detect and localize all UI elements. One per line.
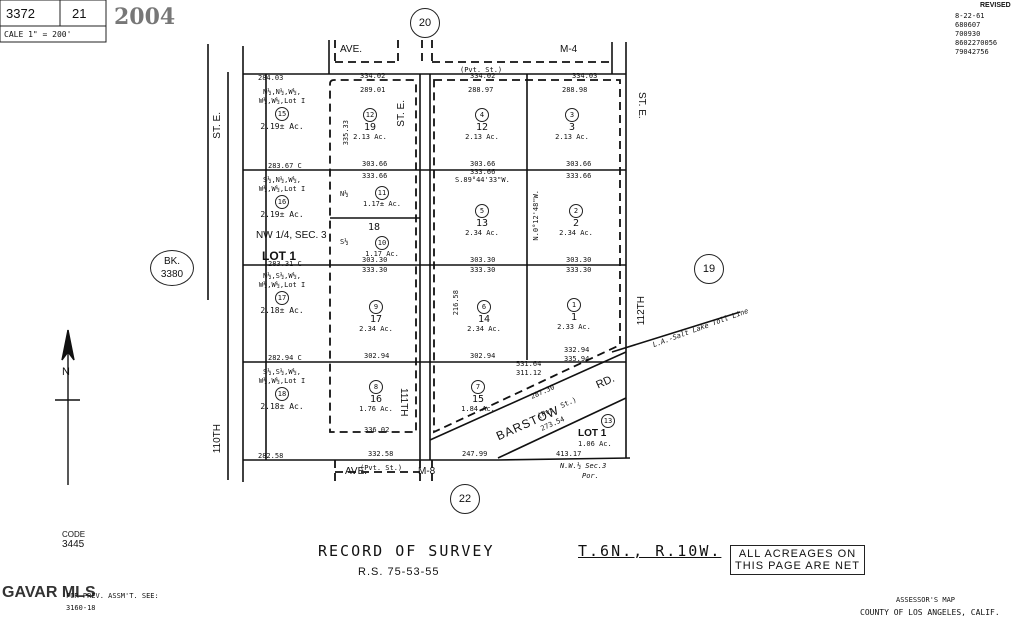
dim-bottom-3: 247.99	[462, 450, 488, 458]
dim-288-98: 288.98	[562, 86, 588, 94]
dim-r2-e: 333.30	[470, 266, 496, 274]
dim-r2-f: 333.30	[566, 266, 592, 274]
parcel-12: 4 12 2.13 Ac.	[462, 108, 502, 141]
dim-r2-d: 333.30	[362, 266, 388, 274]
parcel-3: 3 3 2.13 Ac.	[552, 108, 592, 141]
dim-335-94: 216.58	[452, 290, 460, 316]
dim-r3-a: 302.94	[364, 352, 390, 360]
parcel-16: S½,N½,W½, W½,W½,Lot I 16 2.19± Ac.	[258, 176, 306, 219]
dim-r1-b: 303.66	[470, 160, 496, 168]
parcel-17-grid: 9 17 2.34 Ac.	[356, 300, 396, 333]
page-number: 21	[72, 6, 87, 21]
dim-top-3: 334.02	[470, 72, 496, 80]
dim-r3-b: 302.94	[470, 352, 496, 360]
street-st-e-left: ST. E.	[212, 112, 223, 139]
acreage-note: ALL ACREAGES ON THIS PAGE ARE NET	[730, 545, 865, 575]
code-value: 3445	[62, 539, 85, 550]
adjacent-map-bottom: 22	[450, 484, 480, 514]
dim-r2-b: 303.30	[470, 256, 496, 264]
nw-half-note: N.W.½ Sec.3	[560, 462, 607, 470]
dim-top-2: 334.02	[360, 72, 386, 80]
book-number: 3372	[6, 6, 35, 21]
street-m8: M-8	[418, 466, 436, 477]
parcel-18-south: 10 1.17 Ac.	[362, 236, 402, 258]
record-of-survey: RECORD OF SURVEY	[318, 542, 495, 560]
lot1-left: LOT 1	[262, 249, 297, 263]
dim-r1-a: 303.66	[362, 160, 388, 168]
dim-bottom-1: 282.58	[258, 452, 284, 460]
private-street-bottom: (Pvt. St.)	[360, 464, 403, 472]
dim-bearing-2: N.0°12'48"W.	[532, 190, 540, 241]
parcel-15: N½,N½,W½, W½,W½,Lot I 15 2.19± Ac.	[258, 88, 306, 131]
stamp-number: 2004	[114, 4, 176, 30]
prev-assessment-ref: 3160-18	[66, 604, 96, 612]
dim-left-c1: 283.67 C	[268, 162, 302, 170]
rs-reference: R.S. 75-53-55	[358, 566, 440, 578]
township-range: T.6N., R.10W.	[578, 542, 722, 560]
dim-r1-d: 333.66	[362, 172, 388, 180]
dim-336-02: 335.33	[342, 120, 350, 146]
street-112th: 112TH	[636, 296, 647, 326]
dim-665-88: 311.12	[516, 369, 542, 377]
county-label: COUNTY OF LOS ANGELES, CALIF.	[860, 608, 1000, 617]
parcel-13-area: 1.06 Ac.	[578, 440, 612, 448]
lot1-right: LOT 1	[578, 428, 607, 439]
street-m4: M-4	[560, 44, 578, 55]
parcel-17: N½,S½,W½, W½,W½,Lot I 17 2.18± Ac.	[258, 272, 306, 315]
adjacent-book: BK.3380	[150, 250, 194, 286]
dim-bearing: S.89°44'33"W.	[455, 176, 510, 184]
revised-dates: 8-22-61 680607 700930 8602270056 7904275…	[955, 12, 998, 56]
parcel-13-lot1: 13	[588, 414, 628, 428]
street-111th: 111TH	[398, 388, 409, 417]
street-110th: 110TH	[212, 424, 223, 454]
code-label: CODE	[62, 530, 86, 539]
dim-289-01: 289.01	[360, 86, 386, 94]
adjacent-map-right: 19	[694, 254, 724, 284]
lot-18-label: 18	[368, 222, 381, 233]
half-south-label: S½	[340, 238, 349, 246]
parcel-13: 5 13 2.34 Ac.	[462, 204, 502, 237]
half-north-label: N½	[340, 190, 349, 198]
dim-left-c3: 282.94 C	[268, 354, 302, 362]
parcel-19: 12 19 2.13 Ac.	[350, 108, 390, 141]
dim-left-c2: 283.31 C	[268, 260, 302, 268]
dim-r2-c: 303.30	[566, 256, 592, 264]
parcel-18-north: 11 1.17± Ac.	[362, 186, 402, 208]
parcel-15-grid: 7 15 1.84 Ac.	[458, 380, 498, 413]
street-st-e-right: ST. E.	[636, 92, 647, 119]
street-ave-top: AVE.	[340, 44, 363, 55]
dim-top-1: 284.03	[258, 74, 284, 82]
mls-watermark: GAVAR MLS	[2, 584, 96, 601]
dim-287-30: 336.02	[364, 426, 390, 434]
dim-288-97: 288.97	[468, 86, 494, 94]
dim-top-4: 334.03	[572, 72, 598, 80]
dim-273-54: 335.94	[564, 355, 590, 363]
parcel-2: 2 2 2.34 Ac.	[556, 204, 596, 237]
dim-bottom-4: 413.17	[556, 450, 582, 458]
parcel-1: 1 1 2.33 Ac.	[554, 298, 594, 331]
dim-r3-c: 332.94	[564, 346, 590, 354]
parcel-18: S½,S½,W½, W½,W½,Lot I 18 2.18± Ac.	[258, 368, 306, 411]
street-st-e-mid: ST. E.	[396, 100, 407, 127]
parcel-14: 6 14 2.34 Ac.	[464, 300, 504, 333]
parcel-16-grid: 8 16 1.76 Ac.	[356, 380, 396, 413]
assessor-map-label: ASSESSOR'S MAP	[896, 596, 956, 604]
dim-516-48: 531.64	[516, 360, 542, 368]
street-ave-bottom: AVE.	[345, 466, 368, 477]
dim-r1-e: 333.66	[470, 168, 496, 176]
scale-label: CALE 1" = 200'	[4, 30, 72, 39]
dim-bottom-2: 332.58	[368, 450, 394, 458]
private-street-top: (Pvt. St.)	[460, 66, 503, 74]
dim-r2-a: 303.30	[362, 256, 388, 264]
dim-r1-c: 303.66	[566, 160, 592, 168]
portion-note: Por.	[582, 472, 599, 480]
revised-label: REVISED	[980, 2, 1011, 9]
dim-r1-f: 333.66	[566, 172, 592, 180]
prev-assessment-label: FOR PREV. ASSM'T. SEE:	[66, 592, 159, 600]
adjacent-map-top: 20	[410, 8, 440, 38]
section-label: NW 1/4, SEC. 3	[256, 230, 327, 241]
north-label: N	[62, 366, 70, 378]
